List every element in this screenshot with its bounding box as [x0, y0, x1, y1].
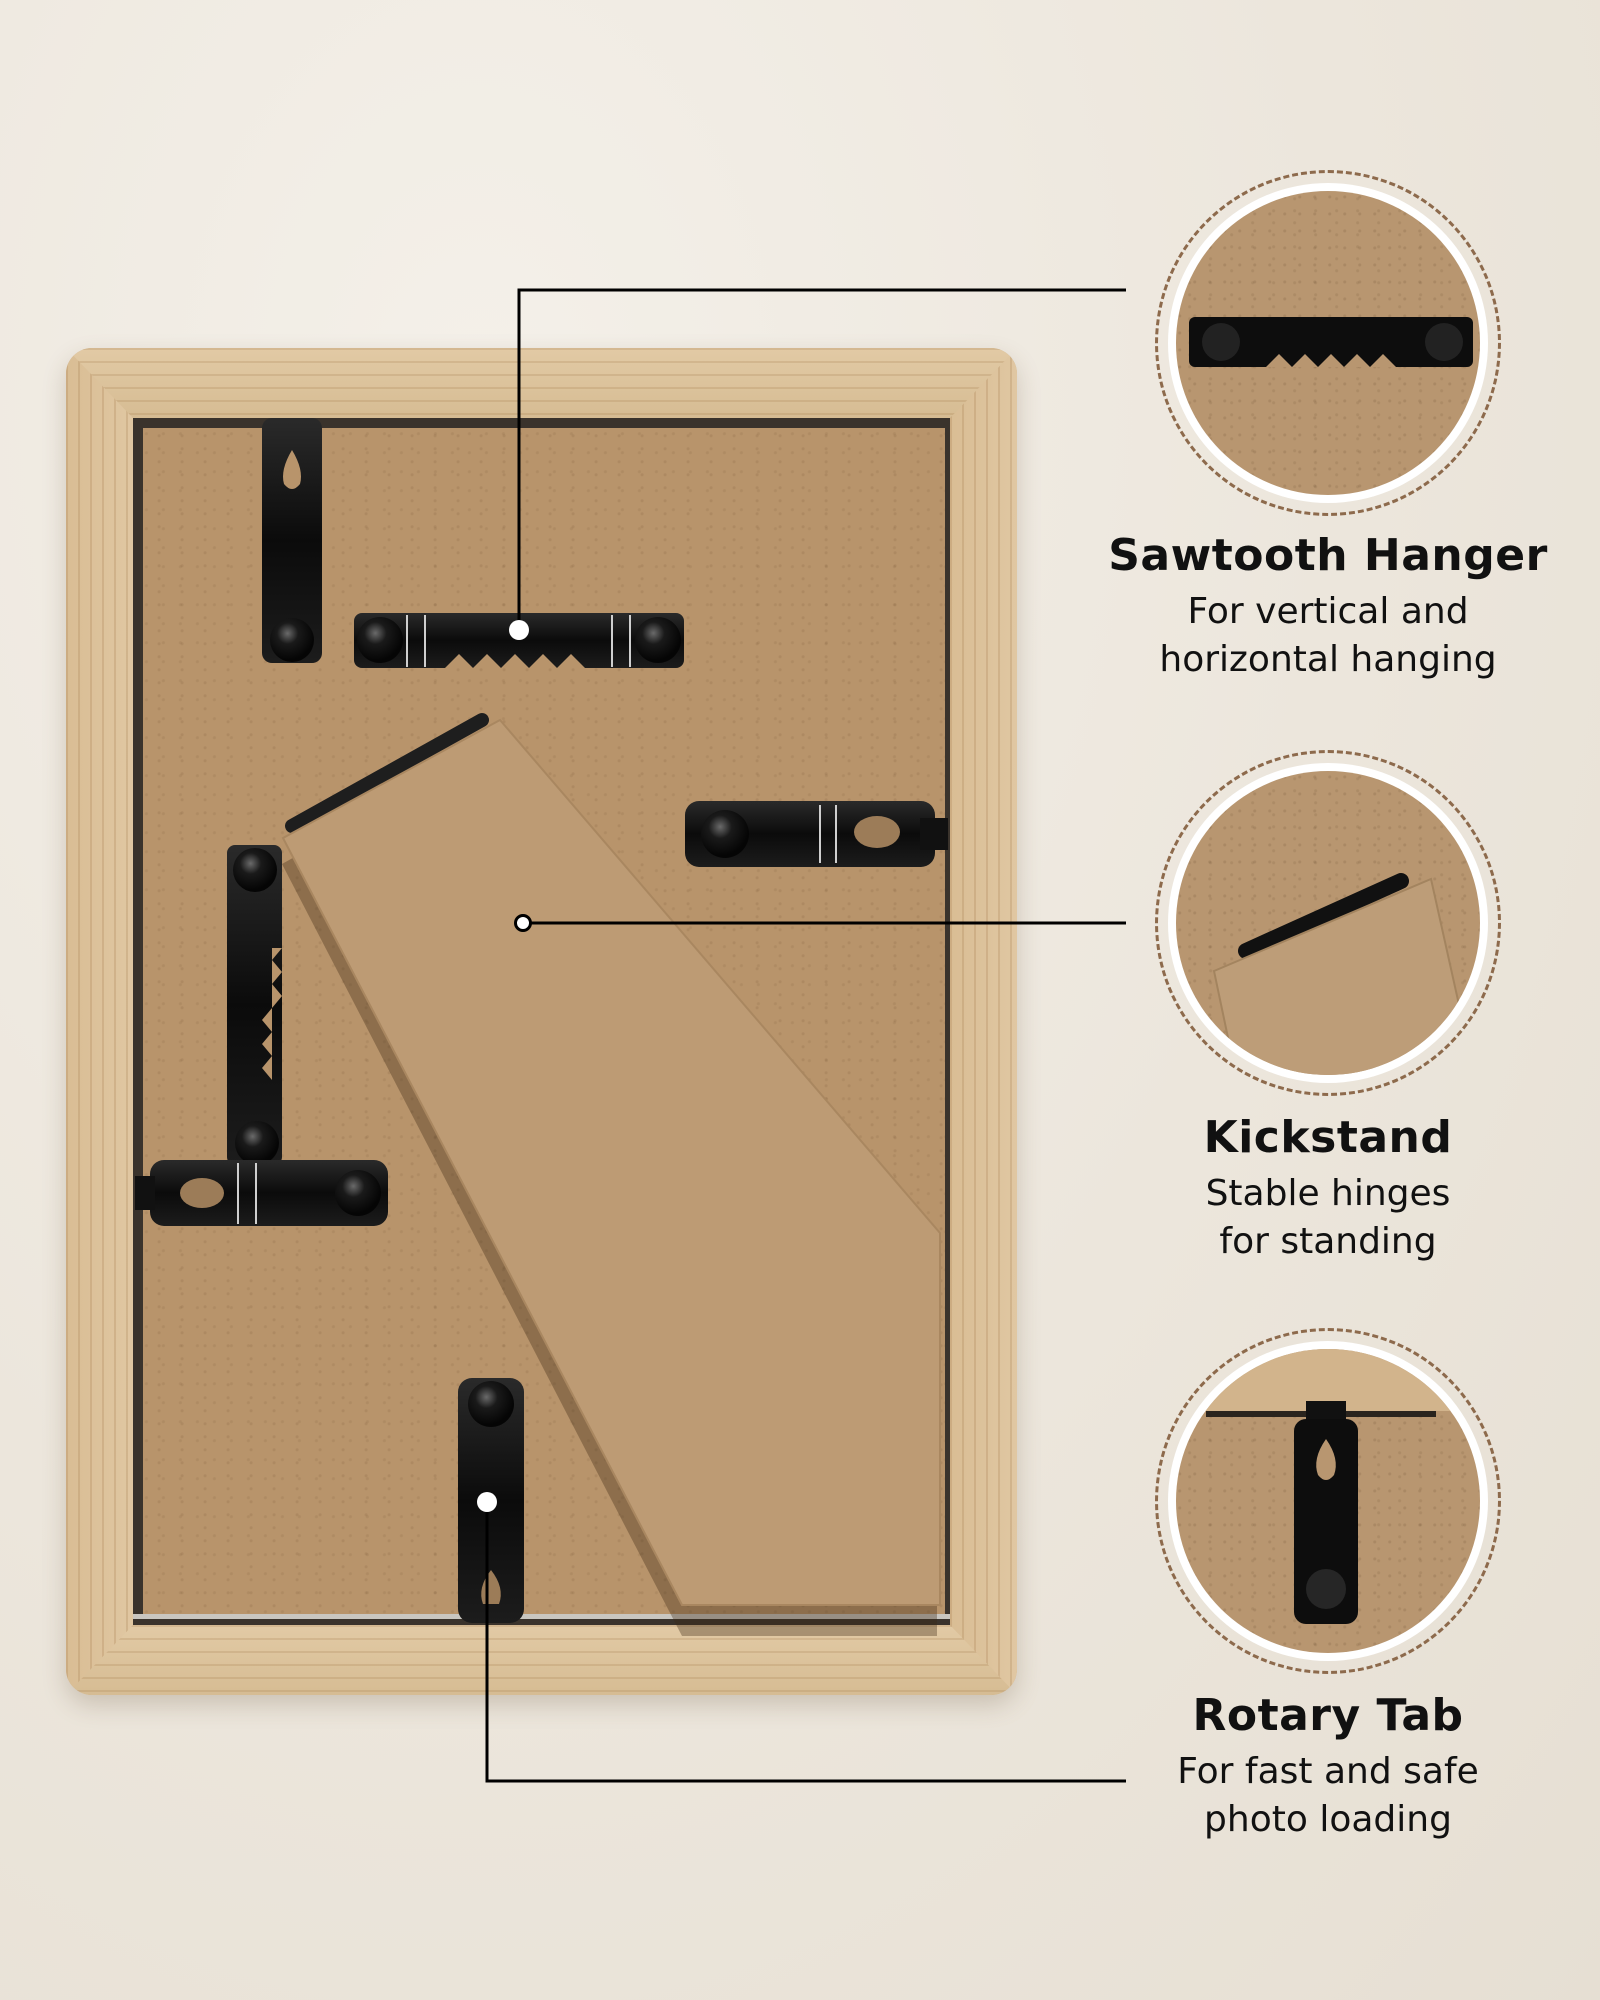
callout-title: Kickstand	[1203, 1112, 1453, 1163]
callout-title: Sawtooth Hanger	[1108, 530, 1548, 581]
callout-label-kickstand: Kickstand Stable hinges for standing	[1108, 1112, 1548, 1266]
callout-label-rotary: Rotary Tab For fast and safe photo loadi…	[1108, 1690, 1548, 1844]
callout-circle-rotary	[1155, 1328, 1501, 1674]
callout-dot-sawtooth[interactable]	[509, 620, 529, 640]
sawtooth-hanger-left	[227, 845, 282, 1165]
callout-description: For vertical and horizontal hanging	[1159, 591, 1497, 680]
rivet-icon	[468, 1381, 514, 1427]
rivet-icon	[270, 618, 314, 662]
callout-circle-sawtooth	[1155, 170, 1501, 516]
rivet-icon	[335, 1170, 381, 1216]
keyhole-icon	[283, 450, 301, 489]
sawtooth-hanger-icon	[1176, 191, 1480, 495]
rotary-tab-right	[685, 801, 948, 867]
leader-lines	[485, 288, 1126, 1783]
callout-label-sawtooth: Sawtooth Hanger For vertical and horizon…	[1108, 530, 1548, 684]
rivet-icon	[235, 1121, 279, 1165]
keyhole-icon	[180, 1178, 224, 1208]
frame-left-rail	[66, 348, 133, 1695]
callout-circle-kickstand	[1155, 750, 1501, 1096]
kickstand-icon	[1176, 771, 1480, 1075]
leader-line-sawtooth	[517, 288, 1126, 630]
rivet-icon	[357, 617, 403, 663]
rotary-tab-top-left	[262, 418, 322, 663]
sawtooth-hanger-top	[354, 613, 684, 668]
keyhole-icon	[854, 816, 900, 848]
leader-line-rotary	[485, 1502, 1126, 1783]
glass-edge	[133, 1614, 950, 1619]
callout-description: For fast and safe photo loading	[1177, 1751, 1479, 1840]
frame-bottom-rail	[66, 1625, 1017, 1695]
rivet-icon	[635, 617, 681, 663]
callout-description: Stable hinges for standing	[1205, 1173, 1451, 1262]
callout-dot-rotary[interactable]	[477, 1492, 497, 1512]
kickstand-hinge-icon	[285, 713, 489, 833]
rotary-tab-icon	[1176, 1349, 1480, 1653]
frame-top-rail	[66, 348, 1017, 418]
rivet-icon	[233, 848, 277, 892]
rotary-tab-left-bottom	[135, 1160, 388, 1226]
frame-right-rail	[950, 348, 1017, 1695]
rivet-icon	[701, 810, 749, 858]
callout-title: Rotary Tab	[1192, 1690, 1464, 1741]
callout-dot-kickstand[interactable]	[514, 914, 532, 932]
kickstand[interactable]	[281, 713, 941, 1636]
